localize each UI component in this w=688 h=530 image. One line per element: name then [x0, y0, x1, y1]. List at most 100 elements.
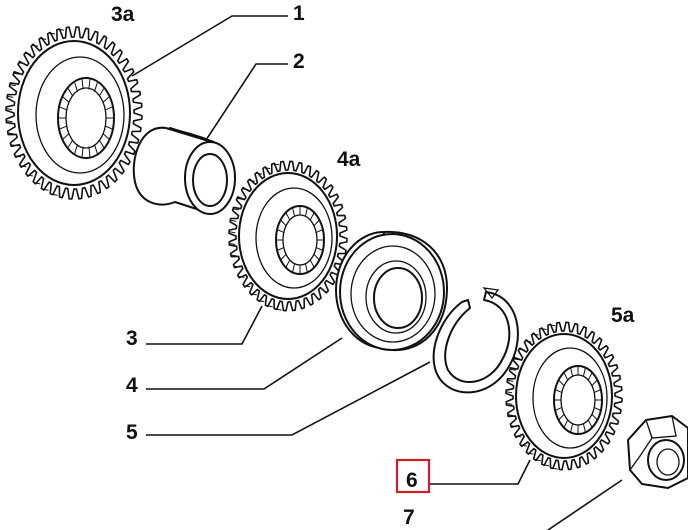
callout-4a: 4a	[337, 148, 361, 171]
callout-5: 5	[126, 421, 138, 444]
teeth-3a-tooth-face	[24, 52, 32, 55]
splines-3a-spline	[73, 81, 79, 92]
splines-5a-spline	[563, 372, 569, 381]
gear-4a-splines	[276, 206, 324, 274]
teeth-5a-tooth-face	[549, 324, 556, 327]
teeth-3a-tooth-face	[20, 165, 27, 168]
callout-2: 2	[293, 50, 305, 73]
gear-3a	[5, 26, 143, 200]
splines-5a-spline	[582, 423, 586, 433]
teeth-5a-tooth-face	[520, 444, 527, 447]
teeth-3a-tooth-face	[10, 144, 17, 147]
teeth-4a-tooth-face	[232, 208, 240, 211]
splines-3a-spline	[62, 96, 70, 103]
teeth-3a-tooth-face	[13, 72, 20, 75]
splines-4a-spline	[309, 259, 315, 268]
teeth-4a-tooth-face	[238, 275, 245, 278]
teeth-4a-tooth-face	[229, 243, 236, 245]
splines-3a-spline	[73, 144, 79, 155]
teeth-3a-tooth-face	[48, 32, 56, 35]
leader-line-6	[430, 459, 531, 485]
splines-4a-spline	[316, 247, 324, 251]
teeth-4a-tooth-face	[230, 219, 237, 222]
splines-3a-spline	[98, 139, 105, 149]
teeth-4a-tooth-face	[258, 300, 265, 303]
splines-3a-spline	[105, 106, 114, 111]
teeth-4a-tooth-face	[248, 179, 255, 182]
snap-ring-5	[432, 287, 519, 394]
splines-4a-spline	[292, 207, 296, 217]
teeth-4a-tooth-face	[275, 308, 282, 311]
callout-1: 1	[293, 2, 305, 25]
splines-5a-spline	[570, 367, 574, 377]
splines-3a-spline	[88, 146, 91, 158]
splines-3a-spline	[58, 125, 67, 130]
leader-line-2	[205, 63, 288, 141]
teeth-3a-tooth-face	[32, 44, 39, 47]
teeth-5a-tooth-face	[534, 459, 541, 462]
splines-4a-spline	[309, 212, 315, 221]
teeth-3a-tooth-face	[34, 182, 41, 185]
splines-4a-spline	[276, 229, 284, 233]
teeth-5a-tooth-face	[532, 333, 539, 336]
teeth-3a-tooth-face	[6, 108, 13, 111]
splines-5a-spline	[587, 419, 593, 428]
leader-line-4	[146, 337, 343, 390]
teeth-4a-tooth-face	[266, 305, 273, 308]
teeth-3a-tooth-face	[58, 28, 65, 31]
splines-4a-spline	[285, 259, 291, 268]
splines-3a-spline	[81, 146, 84, 158]
leader-lines	[131, 15, 623, 530]
teeth-4a-tooth-face	[256, 172, 263, 175]
splines-4a-spline	[313, 219, 320, 226]
leader-line-5	[146, 361, 431, 436]
gear-5a	[505, 321, 623, 471]
splines-5a-spline	[570, 423, 574, 433]
teeth-5a-tooth-face	[542, 464, 550, 467]
teeth-3a-tooth-face	[42, 188, 49, 191]
teeth-3a-tooth-face	[7, 132, 14, 135]
splines-3a-spline	[67, 139, 74, 149]
teeth-4a-tooth-face	[250, 293, 257, 296]
gear-3a-splines	[58, 78, 114, 158]
teeth-5a-tooth-face	[527, 452, 534, 455]
callout-4: 4	[126, 374, 138, 397]
teeth-5a-tooth-face	[513, 358, 520, 361]
teeth-5a-tooth-face	[507, 414, 514, 417]
teeth-3a-tooth-face	[18, 62, 25, 65]
teeth-3a-tooth-face	[14, 155, 22, 158]
leader-line-7	[547, 479, 623, 530]
teeth-5a-tooth-face	[506, 391, 513, 394]
leader-line-1	[131, 15, 288, 77]
splines-3a-spline	[102, 96, 110, 103]
splines-3a-spline	[102, 133, 110, 140]
splines-5a-spline	[554, 407, 562, 411]
splines-3a-spline	[88, 78, 91, 90]
teeth-4a-tooth-face	[242, 188, 249, 191]
teeth-5a-tooth-face	[551, 467, 558, 470]
teeth-4a-tooth-face	[229, 231, 236, 234]
teeth-3a-tooth-face	[6, 120, 13, 123]
callout-3: 3	[126, 327, 138, 350]
splines-4a-spline	[304, 207, 308, 217]
splines-4a-spline	[280, 219, 287, 226]
teeth-3a-tooth-face	[7, 95, 14, 98]
bearing-4	[335, 230, 449, 352]
callout-5a: 5a	[611, 304, 635, 327]
teeth-4a-tooth-face	[233, 265, 241, 268]
splines-4a-spline	[285, 212, 291, 221]
splines-5a-spline	[594, 389, 602, 393]
splines-5a-spline	[558, 379, 565, 386]
teeth-5a-tooth-face	[515, 435, 522, 438]
splines-3a-spline	[81, 78, 84, 90]
splines-3a-spline	[93, 144, 99, 155]
callout-labels: 3a 1 2 4a 5a 3 4 5 6 7	[111, 2, 635, 529]
splines-5a-spline	[558, 414, 565, 421]
splines-5a-spline	[582, 367, 586, 377]
teeth-3a-tooth-face	[9, 84, 16, 87]
callout-6-highlight-box	[395, 458, 431, 494]
teeth-5a-tooth-face	[519, 348, 526, 351]
splines-5a-spline	[591, 414, 598, 421]
splines-5a-spline	[554, 389, 562, 393]
